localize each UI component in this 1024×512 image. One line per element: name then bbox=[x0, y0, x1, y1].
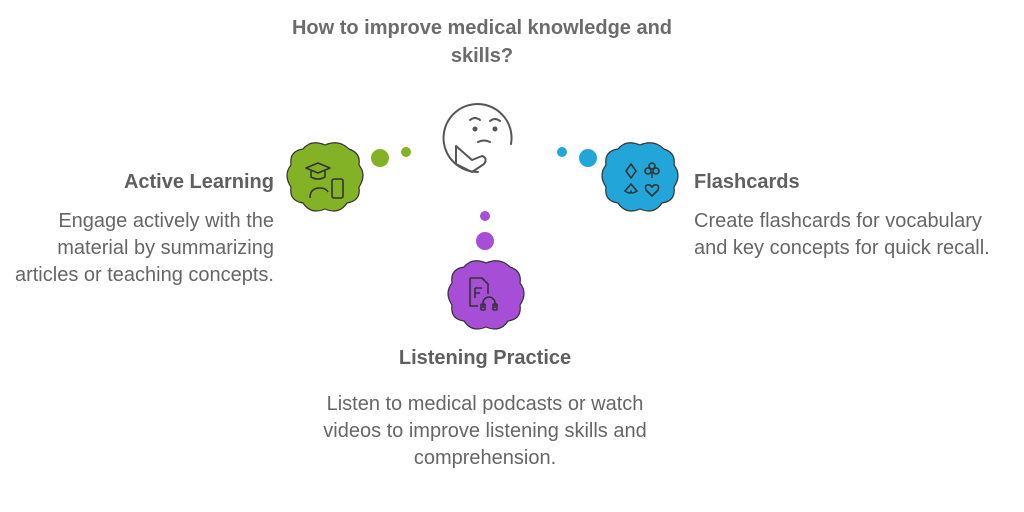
diagram-title: How to improve medical knowledge and ski… bbox=[291, 17, 673, 67]
connector-dot-right-large bbox=[579, 149, 597, 167]
connector-dot-left-small bbox=[401, 147, 411, 157]
thinking-face-icon bbox=[442, 103, 513, 174]
card-suits-icon bbox=[624, 162, 660, 197]
flashcards-blob bbox=[601, 142, 679, 212]
active-learning-blob bbox=[286, 142, 364, 212]
connector-dot-left-large bbox=[371, 149, 389, 167]
listening-practice-heading: Listening Practice bbox=[398, 347, 572, 369]
listening-practice-description: Listen to medical podcasts or watch vide… bbox=[323, 393, 647, 469]
connector-dot-bottom-large bbox=[476, 232, 494, 250]
listening-practice-blob bbox=[447, 260, 525, 330]
flashcards-heading: Flashcards bbox=[694, 171, 800, 193]
graduate-phone-icon bbox=[305, 162, 344, 199]
audio-file-icon bbox=[469, 277, 498, 311]
flashcards-description: Create flashcards for vocabulary and key… bbox=[694, 210, 990, 259]
active-learning-heading: Active Learning bbox=[123, 171, 274, 193]
connector-dot-bottom-small bbox=[480, 211, 490, 221]
connector-dot-right-small bbox=[557, 147, 567, 157]
active-learning-description: Engage actively with the material by sum… bbox=[14, 210, 274, 286]
